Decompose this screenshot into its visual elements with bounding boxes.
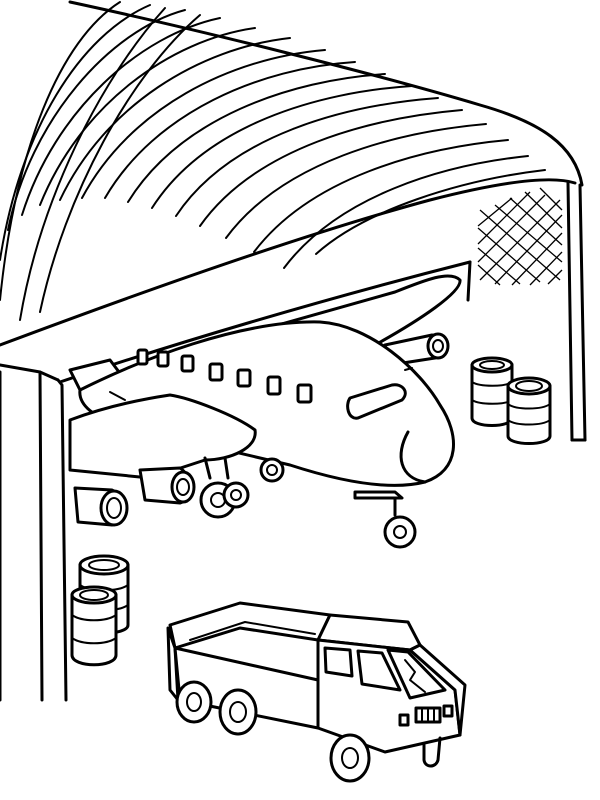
barrels-right: [470, 356, 552, 445]
barrels-left: [70, 554, 130, 667]
airplane: [68, 274, 462, 549]
truck-grille: [398, 704, 454, 727]
hangar: [0, 0, 587, 702]
airplane-windows: [136, 348, 313, 404]
truck-wheels: [175, 680, 442, 783]
dump-truck: [166, 601, 467, 783]
hangar-back-shadow: [477, 187, 563, 286]
hangar-roof-ribs: [0, 1, 546, 321]
airplane-near-engine: [73, 466, 196, 527]
airplane-landing-gear: [199, 456, 417, 549]
